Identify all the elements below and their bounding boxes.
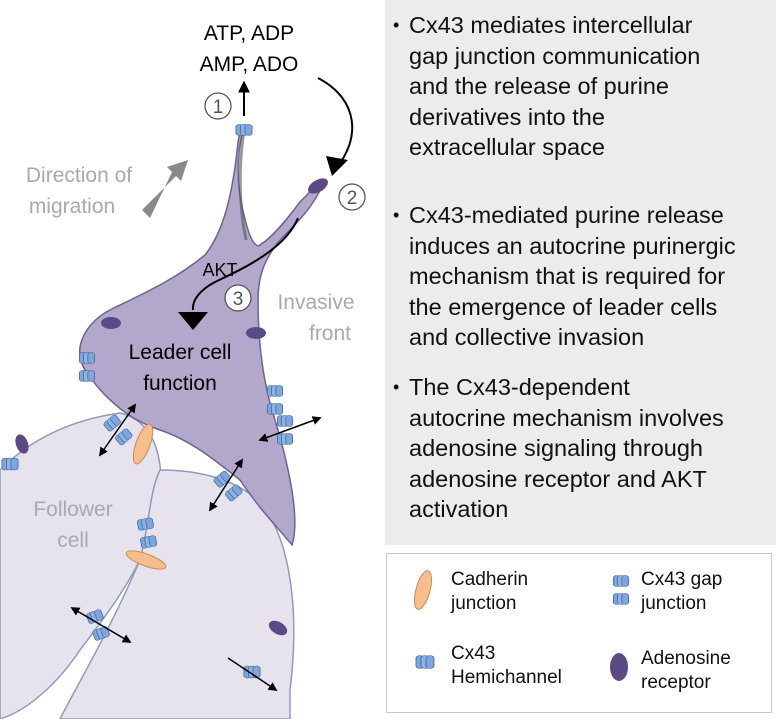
bullet-dot: • bbox=[393, 205, 400, 225]
adenosine-receptor-4 bbox=[15, 434, 29, 454]
legend-icons bbox=[413, 570, 773, 681]
cadherin-legend-line-1: Cadherin bbox=[451, 569, 529, 590]
transfer-arrow-4 bbox=[70, 607, 132, 643]
step-1-label: 1 bbox=[213, 97, 224, 118]
hemichannel-legend-icon bbox=[415, 655, 435, 669]
adenosine-receptor-2 bbox=[101, 317, 121, 329]
cadherin-junction-2 bbox=[125, 550, 167, 570]
bullet-3-line-3: adenosine signaling through bbox=[409, 435, 703, 461]
receptor-legend-label: Adenosine receptor bbox=[641, 647, 776, 695]
follower-cell-line1: Follower bbox=[33, 498, 112, 521]
receptor-legend-line-1: Adenosine bbox=[641, 648, 731, 669]
direction-label-line1: Direction of bbox=[26, 164, 132, 187]
bullet-1-line-3: and the release of purine bbox=[409, 73, 669, 99]
transfer-arrow-1 bbox=[258, 416, 322, 442]
bullet-2-line-5: and collective invasion bbox=[409, 324, 645, 350]
adenosine-receptor-3 bbox=[246, 327, 266, 339]
step-3-label: 3 bbox=[233, 289, 244, 310]
bullet-1-line-1: Cx43 mediates intercellular bbox=[409, 12, 693, 38]
hemichannel-legend-line-1: Cx43 bbox=[451, 643, 496, 664]
direction-label-line2: migration bbox=[29, 195, 115, 218]
bullet-1-line-5: extracellular space bbox=[409, 134, 605, 160]
bullet-3-line-2: autocrine mechanism involves bbox=[409, 404, 724, 431]
hemichannel-top bbox=[235, 124, 253, 136]
hemichannel-legend-label: Cx43 Hemichannel bbox=[451, 642, 601, 690]
leader-cell-edge bbox=[238, 129, 248, 241]
bullet-2-line-3: mechanism that is required for bbox=[409, 263, 726, 289]
transfer-arrow-2 bbox=[98, 403, 137, 457]
akt-arrowhead bbox=[178, 312, 208, 330]
purine-label-line2: AMP, ADO bbox=[200, 53, 299, 76]
leader-function-line1: Leader cell bbox=[129, 341, 232, 364]
invasive-front-line2: front bbox=[309, 322, 351, 345]
follower-cell-line2: cell bbox=[57, 529, 89, 552]
purine-label-line1: ATP, ADP bbox=[204, 22, 294, 45]
akt-label: AKT bbox=[202, 260, 237, 280]
bullet-2-line-4: the emergence of leader cells bbox=[409, 293, 718, 320]
bullet-3-line-4: adenosine receptor and AKT bbox=[409, 465, 707, 492]
bullet-3-line-1: The Cx43-dependent bbox=[409, 374, 630, 400]
autocrine-arrowhead bbox=[326, 156, 348, 176]
autocrine-arrow bbox=[317, 77, 354, 169]
migration-arrow bbox=[142, 160, 188, 218]
gap-junction-legend-label: Cx43 gap junction bbox=[641, 568, 776, 616]
receptor-legend-line-2: receptor bbox=[641, 672, 711, 693]
step-1-marker bbox=[204, 92, 232, 120]
step-2-marker bbox=[338, 183, 366, 211]
bullet-3-line-5: activation bbox=[409, 496, 509, 522]
bullet-2-line-1: Cx43-mediated purine release bbox=[409, 202, 724, 228]
cadherin-legend-icon bbox=[413, 570, 433, 610]
bullet-dot: • bbox=[393, 377, 400, 397]
gap-junction-legend-line-1: Cx43 gap bbox=[641, 569, 723, 590]
legend-panel: Cadherin junction Cx43 gap junction Cx43… bbox=[386, 553, 772, 713]
step-3-marker bbox=[224, 284, 252, 312]
cadherin-junction-1 bbox=[132, 423, 154, 465]
leader-function-line2: function bbox=[143, 372, 217, 395]
transfer-arrow-5 bbox=[227, 657, 278, 691]
step-2-label: 2 bbox=[347, 188, 358, 209]
adenosine-receptor-5 bbox=[268, 620, 288, 636]
bullet-2-line-2: induces an autocrine purinergic bbox=[409, 232, 736, 259]
adenosine-receptor-1 bbox=[308, 178, 328, 194]
gap-junction-legend-line-2: junction bbox=[641, 593, 707, 614]
bullet-dot: • bbox=[393, 15, 400, 35]
invasive-front-line1: Invasive bbox=[277, 291, 354, 314]
transfer-arrow-3 bbox=[209, 458, 243, 512]
receptor-legend-icon bbox=[610, 653, 628, 681]
cadherin-legend-label: Cadherin junction bbox=[451, 568, 601, 616]
cadherin-legend-line-2: junction bbox=[451, 593, 517, 614]
gap-junction-legend-icon bbox=[613, 576, 628, 605]
hemichannel-legend-line-2: Hemichannel bbox=[451, 667, 562, 688]
info-panel: • Cx43 mediates intercellular gap juncti… bbox=[385, 0, 776, 545]
hemichannel-left bbox=[1, 457, 19, 471]
bullet-1-line-4: derivatives into the bbox=[409, 103, 605, 130]
gap-junction-3 bbox=[277, 416, 292, 445]
hemichannel-bottom bbox=[243, 665, 261, 679]
akt-arrow bbox=[191, 217, 299, 311]
bullet-1-line-2: gap junction communication bbox=[409, 42, 701, 69]
